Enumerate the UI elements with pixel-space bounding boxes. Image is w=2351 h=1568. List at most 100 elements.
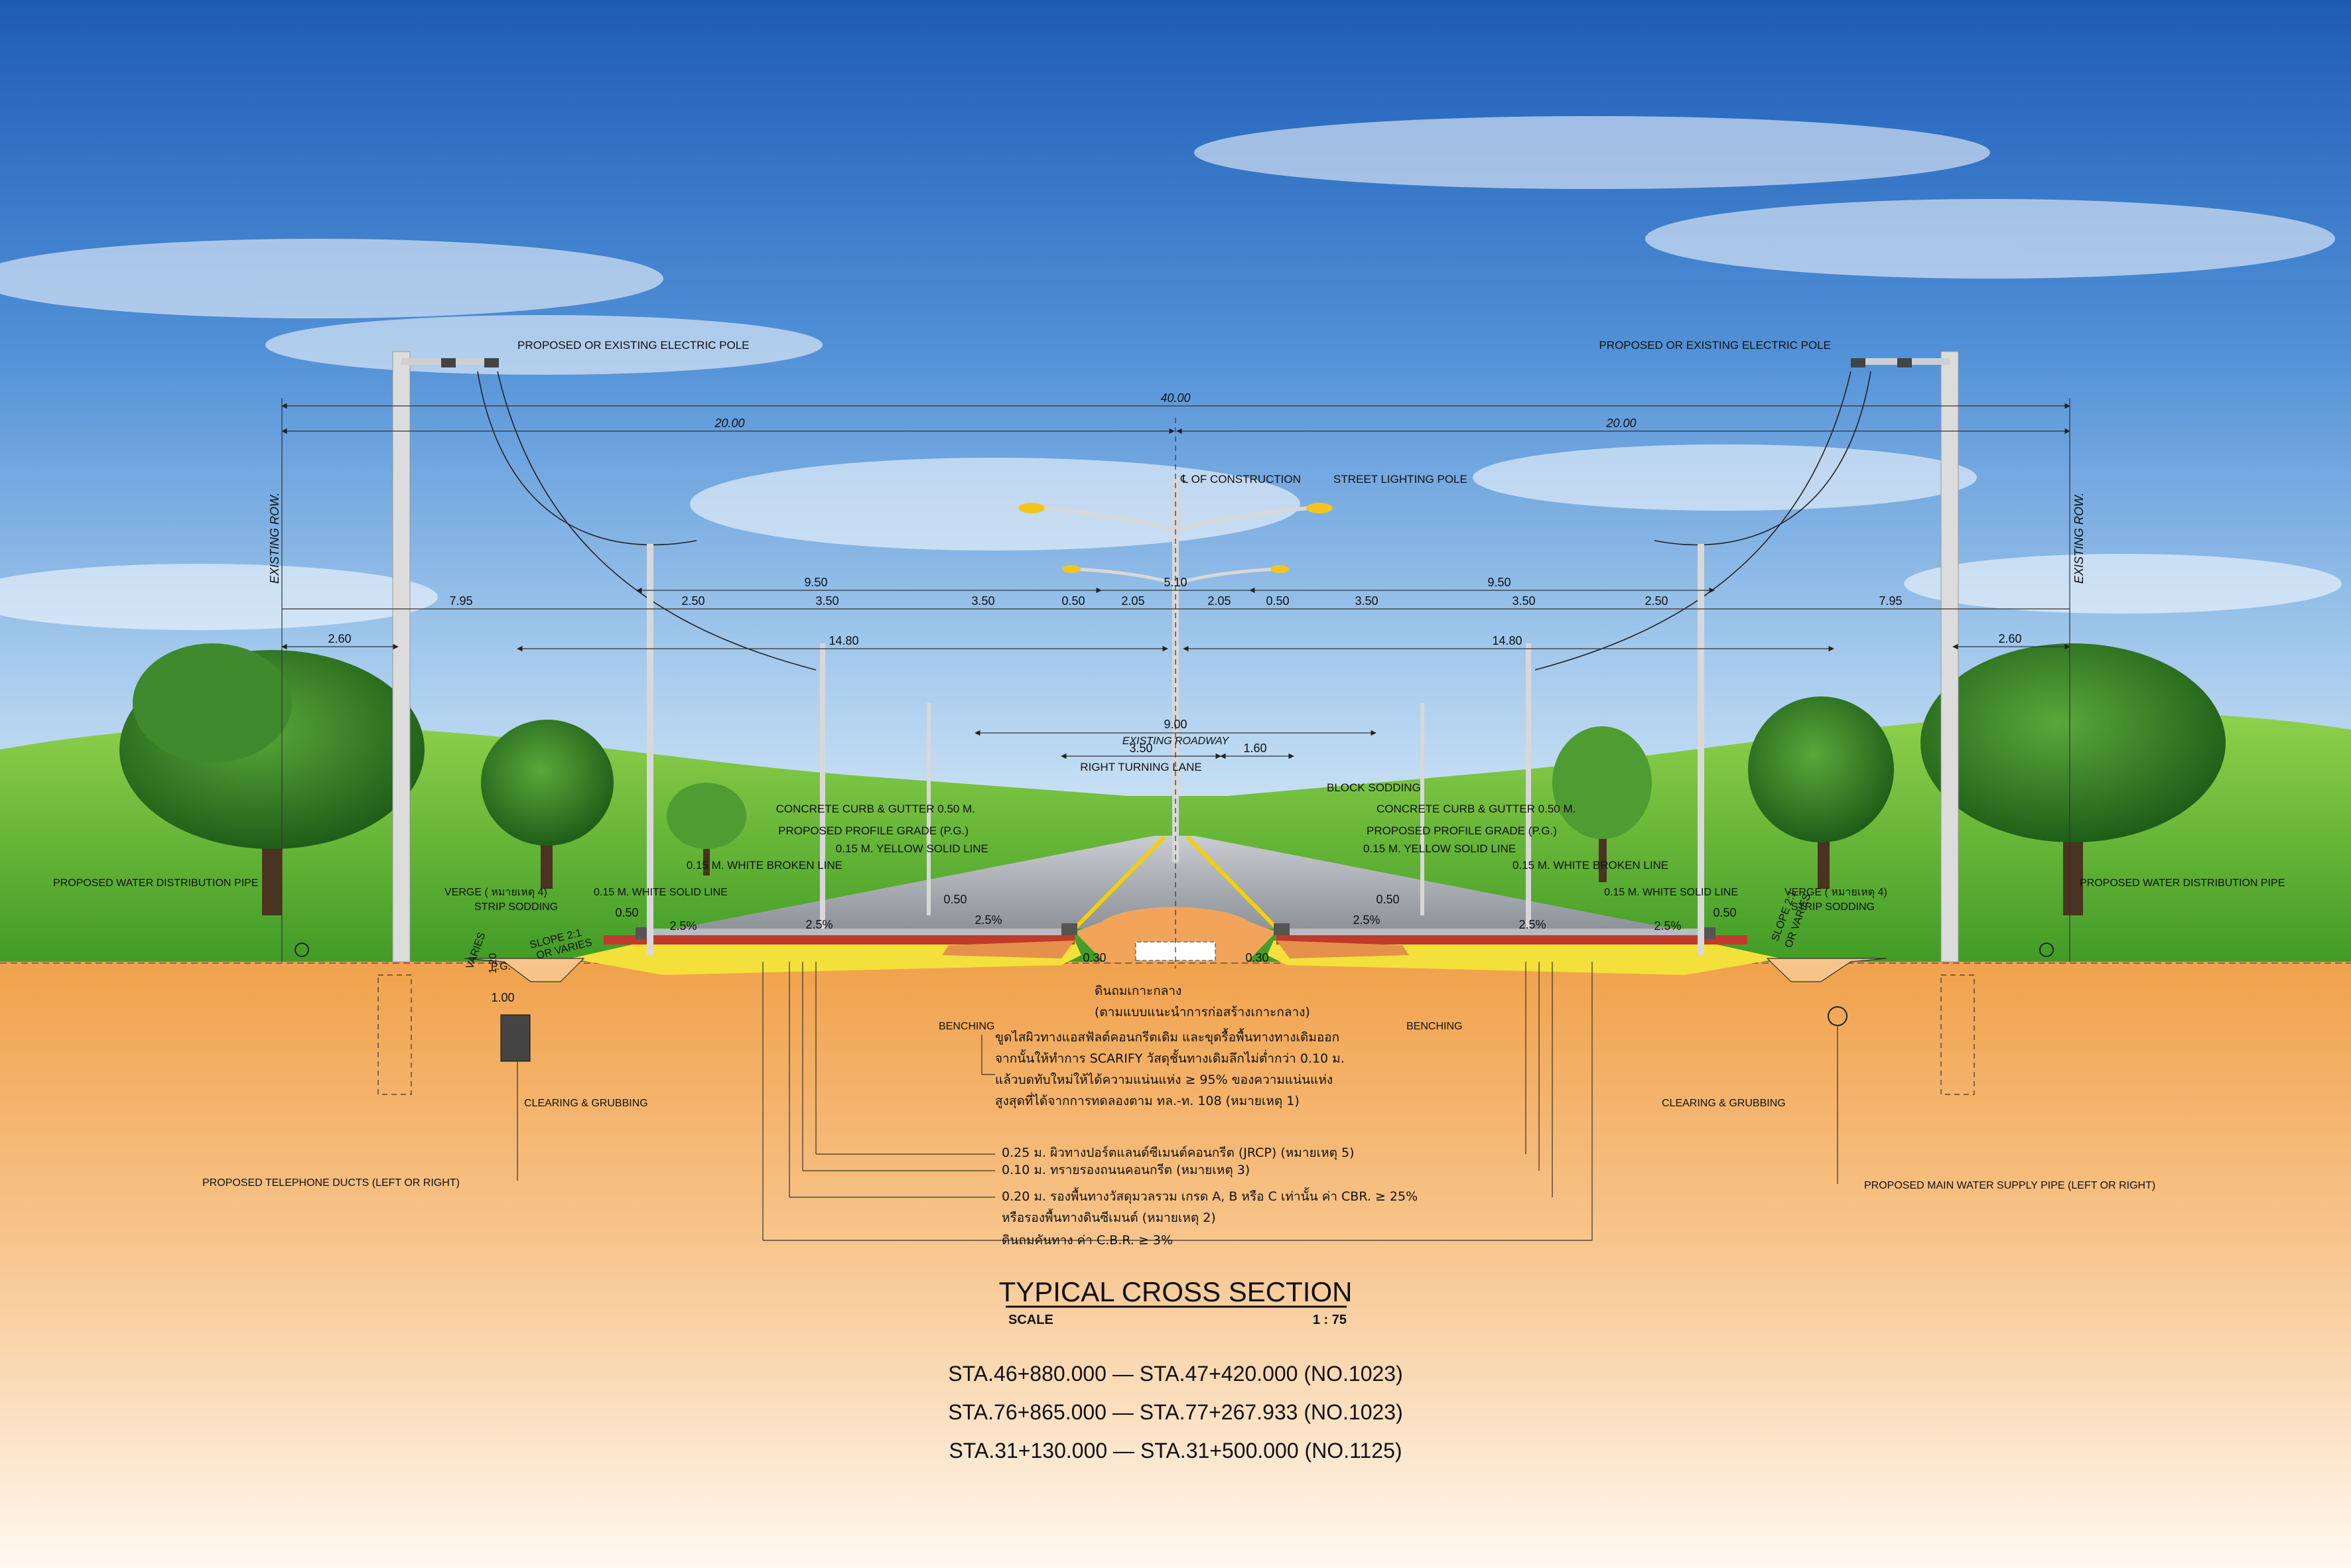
title-scale-label: SCALE xyxy=(1008,1313,1053,1327)
dim-left-2-60: 2.60 xyxy=(328,632,351,645)
note-layer-4: ดินถมคันทาง ค่า C.B.R. ≥ 3% xyxy=(1002,1233,1173,1248)
label-centerline: ℄ OF CONSTRUCTION xyxy=(1180,473,1301,486)
slope-left-2: 2.5% xyxy=(805,918,833,931)
dim-existing-roadway: EXISTING ROADWAY xyxy=(1122,736,1230,747)
label-strip-sodding-right: STRIP SODDING xyxy=(1791,901,1875,913)
tree-right-young xyxy=(1552,726,1652,882)
note-layer-1: 0.25 ม. ผิวทางปอร์ตแลนด์ซีเมนต์คอนกรีต (… xyxy=(1002,1145,1355,1161)
electric-pole-right xyxy=(1851,351,1959,962)
dim-right-0-50: 0.50 xyxy=(1266,594,1289,608)
slope-right-3: 2.5% xyxy=(1654,919,1681,933)
label-electric-pole-left: PROPOSED OR EXISTING ELECTRIC POLE xyxy=(517,339,750,352)
dim-left-0-50: 0.50 xyxy=(1061,594,1085,608)
label-street-lighting-pole: STREET LIGHTING POLE xyxy=(1333,473,1467,486)
yellow-lines-perspective xyxy=(1073,835,1279,931)
telephone-ducts xyxy=(500,1014,531,1062)
label-benching-right: BENCHING xyxy=(1406,1021,1462,1032)
dim-turn-3-50: 3.50 xyxy=(1129,742,1152,755)
water-pipe-right xyxy=(2039,943,2054,957)
label-clearing-left: CLEARING & GRUBBING xyxy=(524,1098,648,1109)
right-ditch xyxy=(1766,958,1887,982)
station-range-2: STA.76+865.000 — STA.77+267.933 (NO.1023… xyxy=(948,1400,1402,1424)
title-block: TYPICAL CROSS SECTION SCALE 1 : 75 STA.4… xyxy=(948,1276,1402,1463)
dim-right-7-95: 7.95 xyxy=(1879,594,1902,608)
median-030b: 0.30 xyxy=(1245,951,1268,964)
slope-right-2: 2.5% xyxy=(1518,918,1546,931)
dim-left-9-50: 9.50 xyxy=(804,576,827,589)
ditch-100: 1.00 xyxy=(491,991,514,1004)
note-scarify-2: จากนั้นให้ทำการ SCARIFY วัสดุชั้นทางเดิม… xyxy=(995,1049,1345,1067)
note-layer-2: 0.10 ม. ทรายรองถนนคอนกรีต (หมายเหตุ 3) xyxy=(1002,1163,1250,1178)
title-main: TYPICAL CROSS SECTION xyxy=(999,1276,1353,1307)
dim-median: 5.10 xyxy=(1164,576,1187,589)
electric-pole-left xyxy=(392,351,499,962)
pavement-structure xyxy=(571,929,1780,975)
label-texts: PROPOSED OR EXISTING ELECTRIC POLE PROPO… xyxy=(53,339,2285,1191)
wire-left-2 xyxy=(497,371,817,671)
label-white-solid-left: 0.15 M. WHITE SOLID LINE xyxy=(594,887,728,898)
curbs xyxy=(636,923,1715,939)
dim-mid-2-05b: 2.05 xyxy=(1207,594,1231,608)
note-layer-3b: หรือรองพื้นทางดินซีเมนต์ (หมายเหตุ 2) xyxy=(1002,1209,1216,1226)
label-yellow-line-right: 0.15 M. YELLOW SOLID LINE xyxy=(1363,842,1516,855)
dim-right-3-50a: 3.50 xyxy=(1355,594,1378,608)
existing-row-left: EXISTING ROW. xyxy=(268,493,281,584)
dim-turn-1-60: 1.60 xyxy=(1243,742,1266,755)
construction-notes: ดินถมเกาะกลาง (ตามแบบแนะนำการก่อสร้างเกา… xyxy=(995,984,1418,1248)
label-white-broken-left: 0.15 M. WHITE BROKEN LINE xyxy=(687,859,842,872)
leader-lines xyxy=(517,962,1838,1241)
wire-right-2 xyxy=(1534,371,1851,671)
curb-right-050: 0.50 xyxy=(1376,893,1399,906)
note-scarify-1: ขูดไสผิวทางแอสฟัลต์คอนกรีตเดิม และขุดรื้… xyxy=(995,1028,1339,1045)
tree-left-small xyxy=(481,720,614,889)
title-scale-value: 1 : 75 xyxy=(1313,1313,1347,1327)
note-scarify-4: สูงสุดที่ได้จากการทดลองตาม ทล.-ท. 108 (ห… xyxy=(995,1092,1300,1109)
label-yellow-line-left: 0.15 M. YELLOW SOLID LINE xyxy=(836,842,988,855)
median-030a: 0.30 xyxy=(1083,951,1106,964)
curb-left-050: 0.50 xyxy=(615,906,638,919)
label-verge-left: VERGE ( หมายเหตุ 4) xyxy=(444,887,547,899)
water-pipe-left xyxy=(295,943,309,957)
label-white-solid-right: 0.15 M. WHITE SOLID LINE xyxy=(1604,887,1738,898)
pg-label: P.G. xyxy=(491,961,511,972)
soil-ground xyxy=(0,962,2351,1568)
curb-left-050b: 0.50 xyxy=(943,893,967,906)
dim-left-14-80: 14.80 xyxy=(829,634,858,647)
dim-existing-9-00: 9.00 xyxy=(1164,718,1187,731)
dimension-lines xyxy=(281,398,2070,968)
dim-right-2-50: 2.50 xyxy=(1645,594,1668,608)
dim-right-3-50b: 3.50 xyxy=(1512,594,1535,608)
curb-right-050b: 0.50 xyxy=(1713,906,1736,919)
label-concrete-curb-right: CONCRETE CURB & GUTTER 0.50 M. xyxy=(1377,803,1576,815)
station-range-3: STA.31+130.000 — STA.31+500.000 (NO.1125… xyxy=(949,1439,1402,1463)
note-median-fill-1: ดินถมเกาะกลาง xyxy=(1095,984,1181,998)
clouds xyxy=(0,116,2342,630)
label-clearing-right: CLEARING & GRUBBING xyxy=(1662,1098,1786,1109)
slope-right-1: 2.5% xyxy=(1353,913,1380,927)
label-electric-pole-right: PROPOSED OR EXISTING ELECTRIC POLE xyxy=(1599,339,1831,352)
label-main-water-pipe: PROPOSED MAIN WATER SUPPLY PIPE (LEFT OR… xyxy=(1864,1180,2155,1191)
dim-right-14-80: 14.80 xyxy=(1492,634,1522,647)
label-water-dist-left: PROPOSED WATER DISTRIBUTION PIPE xyxy=(53,878,258,889)
tree-right-large xyxy=(1920,643,2226,915)
label-white-broken-right: 0.15 M. WHITE BROKEN LINE xyxy=(1512,859,1668,872)
dim-left-3-50a: 3.50 xyxy=(815,594,839,608)
label-telephone-ducts: PROPOSED TELEPHONE DUCTS (LEFT OR RIGHT) xyxy=(202,1177,460,1189)
label-concrete-curb-left: CONCRETE CURB & GUTTER 0.50 M. xyxy=(776,803,975,815)
slope-left-1: 2.5% xyxy=(669,919,697,933)
left-ditch xyxy=(464,958,585,982)
note-scarify-3: แล้วบดทับใหม่ให้ได้ความแน่นแห่ง ≥ 95% ขอ… xyxy=(995,1073,1333,1087)
dim-left-3-50b: 3.50 xyxy=(971,594,994,608)
dim-mid-2-05a: 2.05 xyxy=(1121,594,1144,608)
ditch-120: 1.20 xyxy=(488,953,499,974)
note-layer-3: 0.20 ม. รองพื้นทางวัสดุมวลรวม เกรด A, B … xyxy=(1002,1187,1418,1205)
dim-right-turning-lane: RIGHT TURNING LANE xyxy=(1080,761,1202,773)
tree-left-large xyxy=(119,643,425,915)
label-profile-grade-right: PROPOSED PROFILE GRADE (P.G.) xyxy=(1367,824,1557,837)
dim-half-left: 20.00 xyxy=(714,417,744,430)
label-block-sodding: BLOCK SODDING xyxy=(1327,781,1421,794)
dim-total-width: 40.00 xyxy=(1160,391,1190,405)
label-verge-right: VERGE ( หมายเหตุ 4) xyxy=(1784,887,1887,899)
